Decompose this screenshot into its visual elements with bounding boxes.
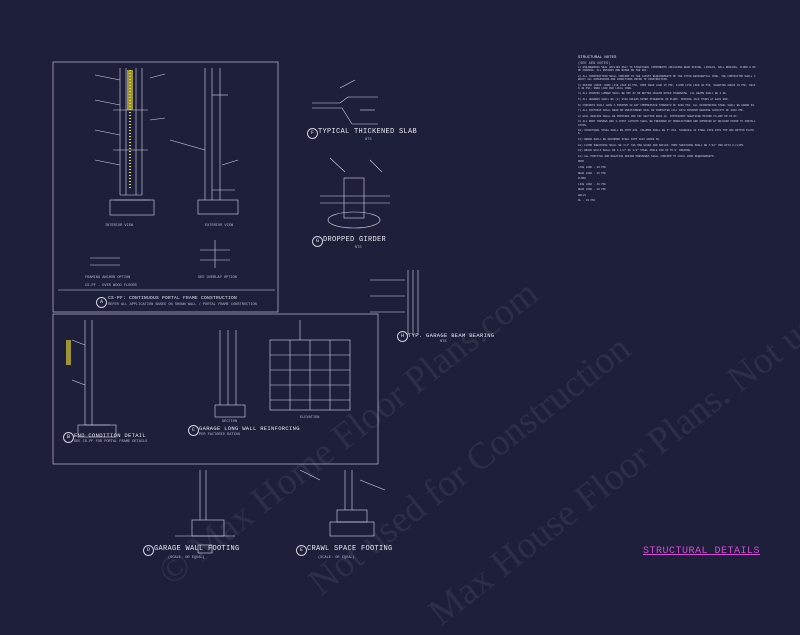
- drawing-sheet: © Max Home Floor Plans.com Not used for …: [52, 56, 800, 634]
- garage-wall-footing-title: GARAGE WALL FOOTING: [154, 545, 240, 553]
- detail-badge-c: C: [188, 425, 199, 436]
- note-7: 7) ALL FOOTINGS SHALL BEAR ON UNDISTURBE…: [578, 109, 745, 113]
- load-floor-live: LIVE LOAD - 40 PSF: [578, 182, 607, 186]
- notes-heading: STRUCTURAL NOTES: [578, 56, 617, 60]
- over-wood-floor-label: CS-PF - OVER WOOD FLOORS: [85, 284, 137, 288]
- detail-badge-h: H: [397, 331, 408, 342]
- detail-badge-f: F: [307, 128, 318, 139]
- dropped-girder-title: DROPPED GIRDER: [323, 236, 387, 244]
- section-label: SECTION: [222, 420, 238, 424]
- linework: [52, 61, 419, 554]
- detail-badge-d: D: [143, 545, 154, 556]
- thickened-slab-scale: NTS: [365, 138, 372, 142]
- note-8: 8) WALL BRACING SHALL BE PROVIDED PER IR…: [578, 114, 739, 118]
- sheet-title[interactable]: STRUCTURAL DETAILS: [643, 546, 761, 557]
- note-13: 13) BRACE WALLS SHALL BE 1-1/2" OF 1/2" …: [578, 149, 692, 153]
- note-5: 5) ALL HEADERS SHALL BE (2) 2X10 UNLESS …: [578, 97, 729, 101]
- elevation-label: ELEVATION: [300, 416, 320, 420]
- note-3: 3) DESIGN LOADS: ROOF LIVE LOAD 20 PSF, …: [578, 83, 756, 90]
- load-roof-live: LIVE LOAD - 20 PSF: [578, 165, 607, 169]
- load-floor-dead: DEAD LOAD - 10 PSF: [578, 188, 607, 192]
- garage-wall-footing-scale: (SCALE: OR EQUAL): [168, 556, 205, 560]
- structural-notes-body: 1) ENGINEERING SEAL APPLIES ONLY TO STRU…: [578, 66, 756, 205]
- load-floor: FLOOR: [578, 177, 586, 181]
- framing-anchor-label: FRAMING ANCHOR OPTION: [85, 276, 131, 280]
- garage-beam-scale: NTS: [440, 340, 447, 344]
- note-4: 4) ALL FRAMING LUMBER SHALL BE SPF #2 OR…: [578, 92, 728, 96]
- load-roof: ROOF: [578, 160, 585, 164]
- overlap-option-label: SEE OVERLAP OPTION: [198, 276, 237, 280]
- garage-long-wall-subtitle: PER FACTORED RATING: [199, 433, 240, 437]
- exterior-view-label: EXTERIOR VIEW: [205, 224, 234, 228]
- load-roof-dead: DEAD LOAD - 15 PSF: [578, 171, 607, 175]
- detail-badge-e: E: [296, 545, 307, 556]
- garage-beam-title: TYP. GARAGE BEAM BEARING: [408, 332, 495, 339]
- thickened-slab-title: TYPICAL THICKENED SLAB: [318, 128, 418, 136]
- end-condition-subtitle: SEE CS-PF FOR PORTAL FRAME DETAILS: [74, 440, 148, 444]
- notes-subheading: (SEE GEN NOTES): [578, 62, 611, 66]
- note-6: 6) CONCRETE SHALL HAVE A MINIMUM 28-DAY …: [578, 103, 756, 107]
- portal-frame-title: CS-PF: CONTINUOUS PORTAL FRAME CONSTRUCT…: [108, 296, 238, 301]
- note-2: 2) ALL CONSTRUCTION SHALL CONFORM TO THE…: [578, 74, 756, 81]
- note-11: 11) REBAR SHALL BE DEFORMED STEEL ASTM A…: [578, 137, 661, 141]
- portal-frame-subtitle: REFER ALL APPLICATION BASED ON SHOWN WAL…: [108, 303, 257, 307]
- detail-badge-a: A: [96, 297, 107, 308]
- detail-badge-b: B: [63, 432, 74, 443]
- garage-long-wall-title: GARAGE LONG WALL REINFORCING: [199, 425, 300, 432]
- note-9: 9) ALL ROOF TRUSSES AND I-JOIST LAYOUTS …: [578, 120, 756, 127]
- load-walls: WALLS: [578, 193, 586, 197]
- portal-frame-border: [52, 61, 279, 313]
- lower-left-border: [52, 313, 379, 465]
- note-1: 1) ENGINEERING SEAL APPLIES ONLY TO STRU…: [578, 66, 756, 73]
- detail-badge-g: G: [312, 236, 323, 247]
- crawl-space-footing-scale: (SCALE: OR EQUAL): [318, 556, 355, 560]
- interior-view-label: INTERIOR VIEW: [105, 224, 134, 228]
- load-walls-dead: DL - 10 PSF: [578, 199, 596, 203]
- note-14: 14) ALL POSITIVE AND NEGATIVE DESIGN PRE…: [578, 154, 715, 158]
- note-10: 10) STRUCTURAL STEEL SHALL BE ASTM A36. …: [578, 129, 754, 136]
- dropped-girder-scale: NTS: [355, 246, 362, 250]
- crawl-space-footing-title: CRAWL SPACE FOOTING: [307, 545, 393, 553]
- note-12: 12) FLOOR SHEATHING SHALL BE 3/4" T&G OS…: [578, 143, 745, 147]
- end-condition-title: END CONDITION DETAIL: [74, 432, 147, 439]
